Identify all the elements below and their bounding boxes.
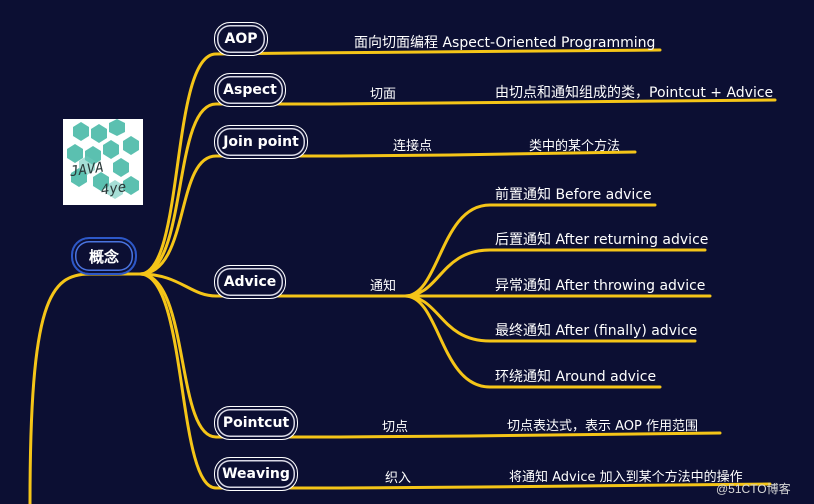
node-aspect-label: Aspect [223, 82, 277, 98]
node-aop-label: AOP [224, 31, 258, 47]
aspect-desc: 由切点和通知组成的类，Pointcut + Advice [495, 85, 774, 101]
advice-type-throwing: 异常通知 After throwing advice [495, 278, 706, 294]
connector-advice-around [403, 294, 662, 389]
node-pointcut[interactable]: Pointcut [214, 406, 298, 440]
advice-type-around: 环绕通知 Around advice [495, 369, 657, 385]
connector-aspect [138, 98, 777, 276]
watermark: @51CTO博客 [716, 482, 791, 496]
node-advice[interactable]: Advice [214, 265, 286, 299]
aspect-mid-label: 切面 [370, 87, 397, 102]
node-weaving-label: Weaving [222, 466, 290, 482]
root-node-concept[interactable]: 概念 [71, 237, 137, 275]
connector-advice [138, 272, 407, 298]
trunk-connector [28, 272, 142, 504]
advice-type-returning: 后置通知 After returning advice [495, 232, 709, 248]
aop-desc: 面向切面编程 Aspect-Oriented Programming [354, 35, 656, 51]
node-pointcut-label: Pointcut [222, 415, 290, 431]
pointcut-mid-label: 切点 [382, 420, 409, 435]
java4ye-logo: JAVA 4ye [63, 119, 143, 205]
connector-advice-before [403, 203, 657, 298]
connector-pointcut [138, 272, 722, 439]
advice-mid-label: 通知 [370, 279, 397, 294]
connector-weaving [138, 272, 772, 490]
advice-type-before: 前置通知 Before advice [495, 187, 652, 203]
node-aspect[interactable]: Aspect [214, 73, 286, 107]
node-aop[interactable]: AOP [214, 22, 268, 56]
connector-advice-returning [403, 248, 707, 298]
joinpoint-mid-label: 连接点 [393, 139, 433, 154]
joinpoint-desc: 类中的某个方法 [529, 139, 621, 154]
logo-text-line1: JAVA [68, 160, 105, 181]
node-advice-label: Advice [223, 274, 277, 290]
pointcut-desc: 切点表达式，表示 AOP 作用范围 [507, 419, 699, 434]
logo-text-line2: 4ye [100, 179, 127, 198]
root-node-label: 概念 [88, 247, 119, 266]
node-joinpoint[interactable]: Join point [214, 125, 308, 159]
node-weaving[interactable]: Weaving [214, 457, 298, 491]
advice-type-finally: 最终通知 After (finally) advice [495, 323, 698, 339]
weaving-desc: 将通知 Advice 加入到某个方法中的操作 [509, 470, 743, 485]
weaving-mid-label: 织入 [385, 471, 412, 486]
node-joinpoint-label: Join point [223, 134, 299, 150]
connector-aop [138, 48, 662, 276]
connector-joinpoint [138, 150, 637, 276]
